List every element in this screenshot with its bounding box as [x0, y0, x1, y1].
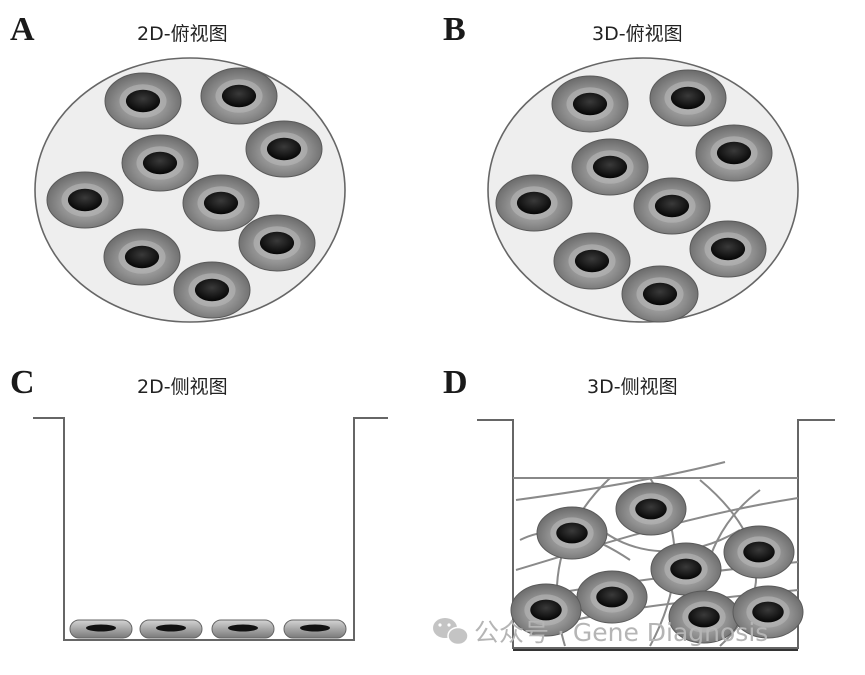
nucleus: [86, 624, 116, 632]
nucleus: [654, 194, 690, 218]
cell: [649, 69, 727, 127]
panel-d-well: [477, 419, 835, 651]
cell: [238, 214, 316, 272]
cell: [104, 72, 182, 130]
nucleus: [556, 522, 588, 544]
cell: [245, 120, 323, 178]
cell: [510, 583, 582, 637]
wechat-icon: [433, 618, 469, 646]
panel-b-dish: [487, 57, 799, 323]
cell: [621, 265, 699, 323]
panel-letter-a: A: [10, 11, 35, 48]
nucleus: [67, 188, 103, 212]
flat-cell: [69, 619, 133, 639]
cell: [723, 525, 795, 579]
panel-a-cells: [46, 67, 323, 319]
nucleus: [516, 191, 552, 215]
nucleus: [572, 92, 608, 116]
panel-title-d: 3D-侧视图: [587, 376, 678, 398]
nucleus: [530, 599, 562, 621]
nucleus: [203, 191, 239, 215]
cell: [551, 75, 629, 133]
cell: [695, 124, 773, 182]
nucleus: [156, 624, 186, 632]
nucleus: [259, 231, 295, 255]
cell: [553, 232, 631, 290]
cell: [200, 67, 278, 125]
panel-letter-b: B: [443, 11, 466, 48]
flat-cell: [283, 619, 347, 639]
panel-c-flat-cells: [69, 619, 347, 639]
cell: [650, 542, 722, 596]
panel-letter-d: D: [443, 364, 468, 401]
watermark-text: 公众号 · Gene Diagnosis: [474, 618, 768, 647]
nucleus: [688, 606, 720, 628]
cell: [668, 590, 740, 644]
panel-d-cells: [510, 482, 804, 644]
nucleus: [670, 558, 702, 580]
nucleus: [642, 282, 678, 306]
cell: [571, 138, 649, 196]
nucleus: [710, 237, 746, 261]
nucleus: [194, 278, 230, 302]
cell: [103, 228, 181, 286]
cell: [689, 220, 767, 278]
nucleus: [596, 586, 628, 608]
cell: [732, 585, 804, 639]
nucleus: [743, 541, 775, 563]
cell: [633, 177, 711, 235]
panel-title-a: 2D-俯视图: [137, 23, 228, 45]
panel-title-b: 3D-俯视图: [592, 23, 683, 45]
nucleus: [752, 601, 784, 623]
nucleus: [221, 84, 257, 108]
cell: [615, 482, 687, 536]
flat-cell: [211, 619, 275, 639]
nucleus: [266, 137, 302, 161]
panel-c-well: [33, 417, 388, 641]
nucleus: [592, 155, 628, 179]
cell: [182, 174, 260, 232]
nucleus: [124, 245, 160, 269]
watermark: 公众号 · Gene Diagnosis: [433, 618, 768, 647]
panel-letter-c: C: [10, 364, 35, 401]
nucleus: [300, 624, 330, 632]
nucleus: [574, 249, 610, 273]
nucleus: [228, 624, 258, 632]
nucleus: [670, 86, 706, 110]
nucleus: [635, 498, 667, 520]
nucleus: [142, 151, 178, 175]
flat-cell: [139, 619, 203, 639]
nucleus: [125, 89, 161, 113]
cell: [536, 506, 608, 560]
cell: [173, 261, 251, 319]
cell: [46, 171, 124, 229]
cell: [121, 134, 199, 192]
nucleus: [716, 141, 752, 165]
panel-title-c: 2D-侧视图: [137, 376, 228, 398]
cell: [495, 174, 573, 232]
panel-a-dish: [34, 57, 346, 323]
panel-b-cells: [495, 69, 773, 323]
cell: [576, 570, 648, 624]
